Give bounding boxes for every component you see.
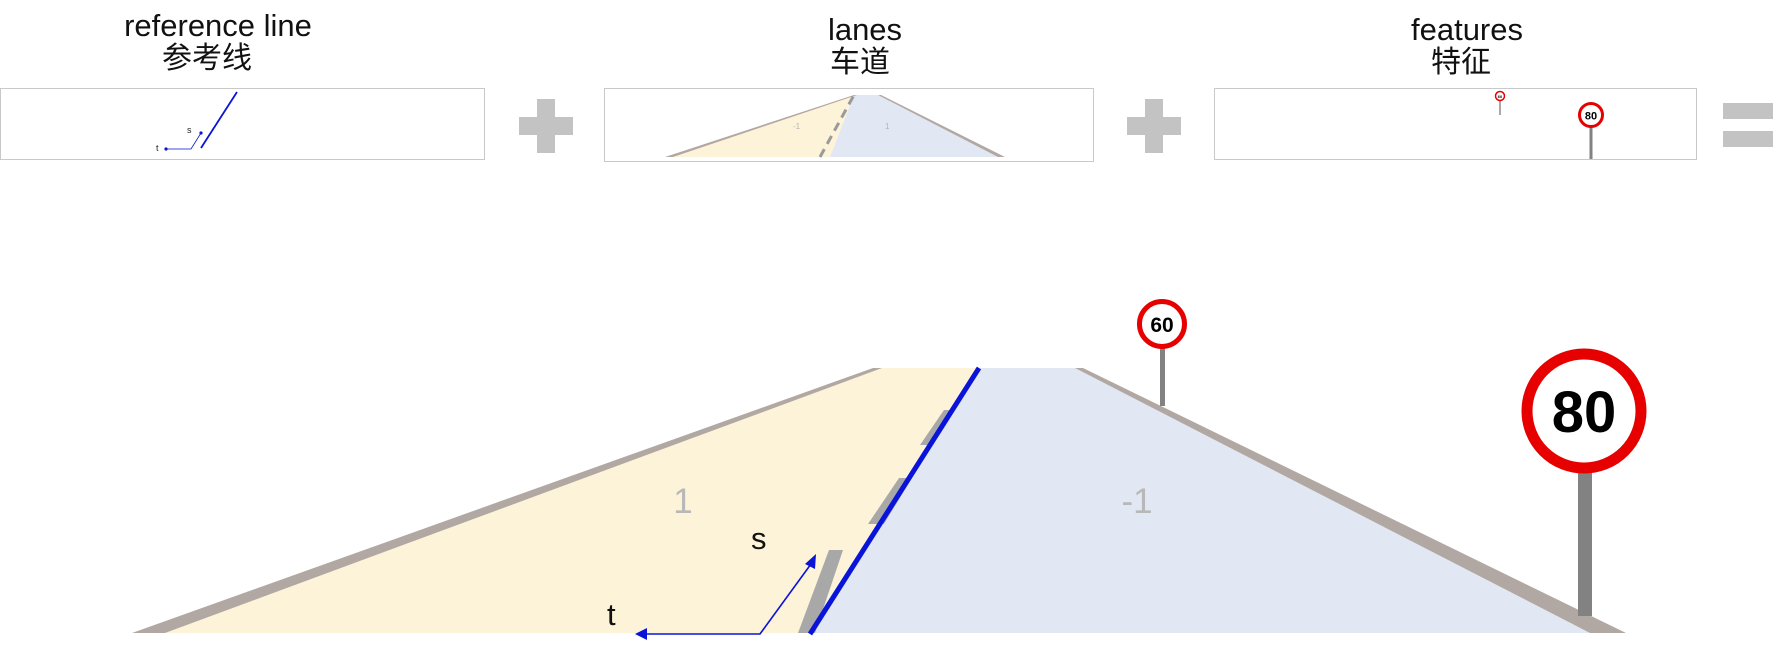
far-speed-limit-sign xyxy=(1137,299,1187,349)
thumb-near-speed-sign xyxy=(1578,102,1604,128)
far-sign-pole xyxy=(1160,346,1165,406)
lane-left-label: 1 xyxy=(673,482,692,521)
plus-operator-2 xyxy=(1127,99,1181,153)
lane-left-area xyxy=(160,368,980,633)
s-axis-arrowhead xyxy=(805,554,816,569)
t-axis-arrowhead xyxy=(635,628,647,640)
header-lanes-en: lanes xyxy=(827,12,903,47)
thumb-lane-right-label: 1 xyxy=(885,122,890,131)
header-lanes: lanes 车道 xyxy=(745,12,985,78)
reference-line-panel: s t xyxy=(0,88,485,160)
near-sign-value: 80 xyxy=(1552,380,1617,445)
features-panel: 60 80 xyxy=(1214,88,1697,160)
thumb-lane-left-label: -1 xyxy=(793,122,801,131)
lanes-panel: -1 1 xyxy=(604,88,1094,162)
thumb-s-arrowhead xyxy=(199,131,203,135)
road-edge-right xyxy=(1075,368,1626,633)
thumb-road-edge-left xyxy=(665,95,857,157)
thumb-lane-right xyxy=(830,95,998,157)
st-coordinate-axes xyxy=(635,554,816,640)
thumb-road-edge-right xyxy=(878,95,1005,157)
reference-line xyxy=(807,366,982,636)
lanes-thumbnail: -1 1 xyxy=(665,94,1005,158)
thumb-far-speed-sign xyxy=(1494,90,1506,102)
plus-operator-1 xyxy=(519,99,573,153)
header-reference-line: reference line 参考线 xyxy=(78,8,358,74)
header-reference-line-en: reference line xyxy=(124,8,312,43)
near-sign-pole xyxy=(1578,462,1592,616)
lane-right-area xyxy=(806,368,1590,633)
thumb-reference-line xyxy=(200,91,238,149)
thumb-s-label: s xyxy=(187,125,192,135)
near-speed-limit-sign xyxy=(1521,348,1647,474)
header-features-en: features xyxy=(1410,12,1523,47)
thumb-lane-marking xyxy=(818,94,856,158)
lane-right-label: -1 xyxy=(1121,482,1152,521)
thumb-t-arrowhead xyxy=(164,147,168,151)
thumb-far-sign-value: 60 xyxy=(1498,94,1503,99)
thumb-t-label: t xyxy=(156,143,159,153)
far-sign-value: 60 xyxy=(1150,314,1173,337)
thumb-st-axes xyxy=(167,132,202,150)
s-axis-label: s xyxy=(751,521,767,556)
header-features-zh: 特征 xyxy=(1431,44,1491,80)
t-axis-label: t xyxy=(607,597,616,632)
header-lanes-zh: 车道 xyxy=(830,44,890,80)
thumb-near-sign-value: 80 xyxy=(1585,111,1597,123)
header-reference-line-zh: 参考线 xyxy=(162,40,252,76)
features-thumbnail: 60 80 xyxy=(1494,90,1604,159)
reference-line-thumbnail: s t xyxy=(156,91,238,153)
road-edge-left xyxy=(132,368,882,633)
equals-operator xyxy=(1723,103,1773,147)
header-features: features 特征 xyxy=(1347,12,1587,78)
